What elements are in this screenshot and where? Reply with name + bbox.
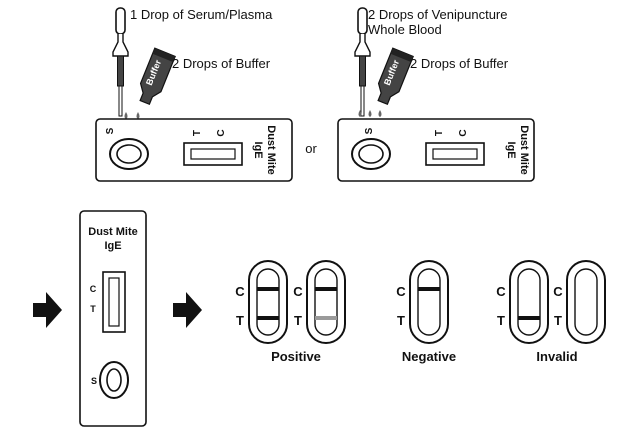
buffer-volume-label: 2 Drops of Buffer [410,56,509,71]
sample-well-letter: S [364,127,375,134]
c-line-letter: C [235,284,245,299]
c-line-letter: C [216,129,227,136]
faint-test-band [315,316,337,320]
test-cassette-horizontal: S T C Dust Mite IgE [95,118,293,182]
device-name-line1: Dust Mite [88,226,138,238]
negative-result-label: Negative [402,349,456,364]
sample-volume-label-line1: 2 Drops of Venipuncture [368,7,507,22]
step1-left: 1 Drop of Serum/Plasma Buffer 2 Drops of… [95,7,293,182]
buffer-bottle-icon: Buffer [377,47,414,106]
c-line-letter: C [553,284,563,299]
result-window-positive-1: C T [235,260,288,344]
c-line-letter: C [90,284,97,294]
result-window-negative: C T [396,260,449,344]
t-line-letter: T [397,313,405,328]
sample-volume-label-line2: Whole Blood [368,22,442,37]
positive-result-label: Positive [271,349,321,364]
dropper-pipette-icon [354,7,371,117]
result-window-invalid-1: C T [496,260,549,344]
result-window-invalid-2: C T [553,260,606,344]
device-name-line2: IgE [505,141,517,158]
t-line-letter: T [192,130,203,136]
test-band [257,316,279,320]
device-name-line1: Dust Mite [518,125,530,175]
sample-well-letter: S [105,127,116,134]
t-line-letter: T [90,304,96,314]
arrow-right-icon [33,292,62,328]
device-name-line1: Dust Mite [265,125,277,175]
c-line-letter: C [396,284,406,299]
c-line-letter: C [293,284,303,299]
buffer-volume-label: 2 Drops of Buffer [172,56,271,71]
t-line-letter: T [434,130,445,136]
test-cassette-horizontal: S T C Dust Mite IgE [337,118,535,182]
control-band [257,287,279,291]
t-line-letter: T [497,313,505,328]
sample-volume-label: 1 Drop of Serum/Plasma [130,7,273,22]
test-cassette-vertical: Dust Mite IgE C T S [79,210,147,427]
control-band [315,287,337,291]
device-name-line2: IgE [104,240,121,252]
sample-well-letter: S [91,376,97,386]
result-window-positive-2: C T [293,260,346,344]
invalid-result-label: Invalid [536,349,577,364]
dropper-pipette-icon [112,7,129,117]
test-band [518,316,540,320]
control-band [418,287,440,291]
or-label: or [305,141,317,156]
c-line-letter: C [458,129,469,136]
step1-right: 2 Drops of Venipuncture Whole Blood Buff… [337,7,535,182]
buffer-bottle-icon: Buffer [139,47,176,106]
t-line-letter: T [236,313,244,328]
device-name-line2: IgE [252,141,264,158]
t-line-letter: T [294,313,302,328]
t-line-letter: T [554,313,562,328]
c-line-letter: C [496,284,506,299]
arrow-right-icon [173,292,202,328]
